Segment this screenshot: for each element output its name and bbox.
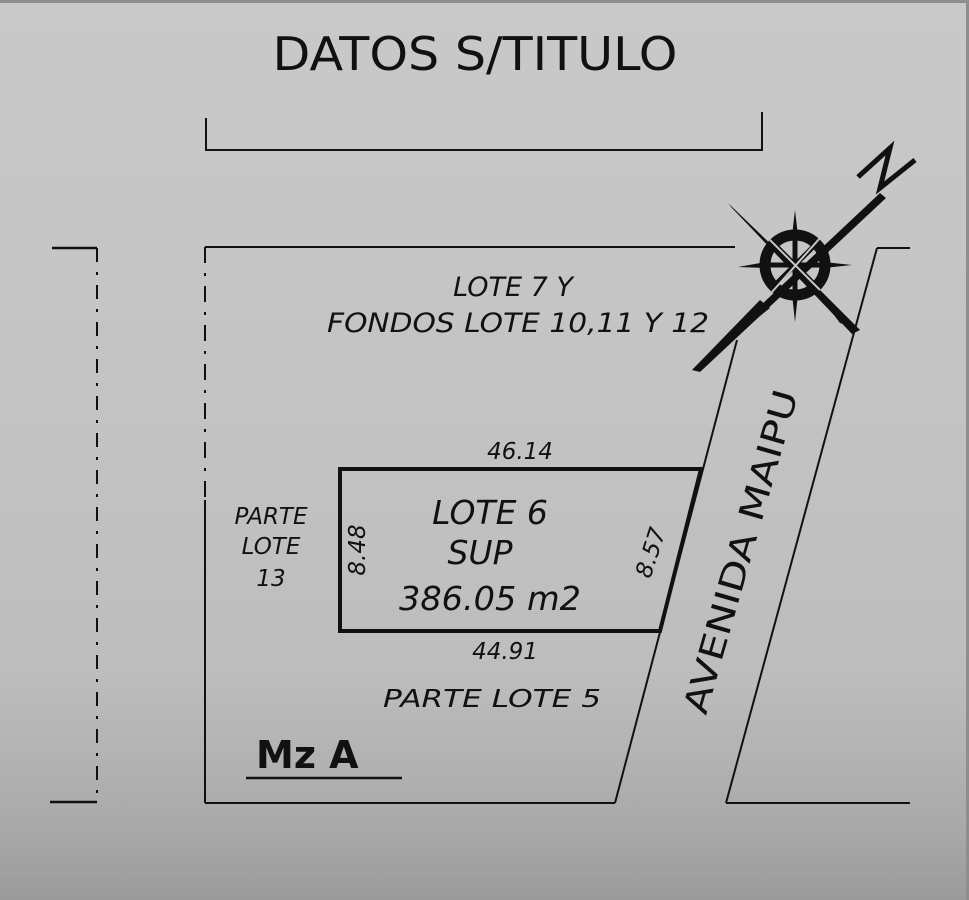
survey-sheet <box>0 3 966 900</box>
title: DATOS S/TITULO <box>273 27 678 81</box>
north-neighbor-line1: LOTE 7 Y <box>453 272 575 303</box>
west-neighbor-line2: LOTE <box>242 534 301 560</box>
block-label: Mz A <box>256 733 359 777</box>
lot-name: LOTE 6 <box>432 493 548 532</box>
west-neighbor-line3: 13 <box>256 566 285 592</box>
street-right-boundary <box>725 247 910 804</box>
lot-6-outline <box>338 467 704 633</box>
north-label: N <box>900 149 901 151</box>
dimension-left: 8.48 <box>345 524 371 575</box>
west-neighbor-line1: PARTE <box>234 504 307 530</box>
lot-area-label: SUP <box>447 533 512 572</box>
north-neighbor-line2: FONDOS LOTE 10,11 Y 12 <box>327 308 709 339</box>
dimension-top: 46.14 <box>487 439 553 465</box>
south-neighbor: PARTE LOTE 5 <box>383 684 601 713</box>
dimension-bottom: 44.91 <box>472 639 538 665</box>
left-bracket <box>50 246 98 804</box>
dimension-right: 8.57 <box>631 524 672 581</box>
street-name: AVENIDA MAIPU <box>676 385 807 718</box>
title-bracket <box>205 112 763 151</box>
north-arrow-icon <box>692 140 917 372</box>
lot-area-value: 386.05 m2 <box>399 579 581 618</box>
